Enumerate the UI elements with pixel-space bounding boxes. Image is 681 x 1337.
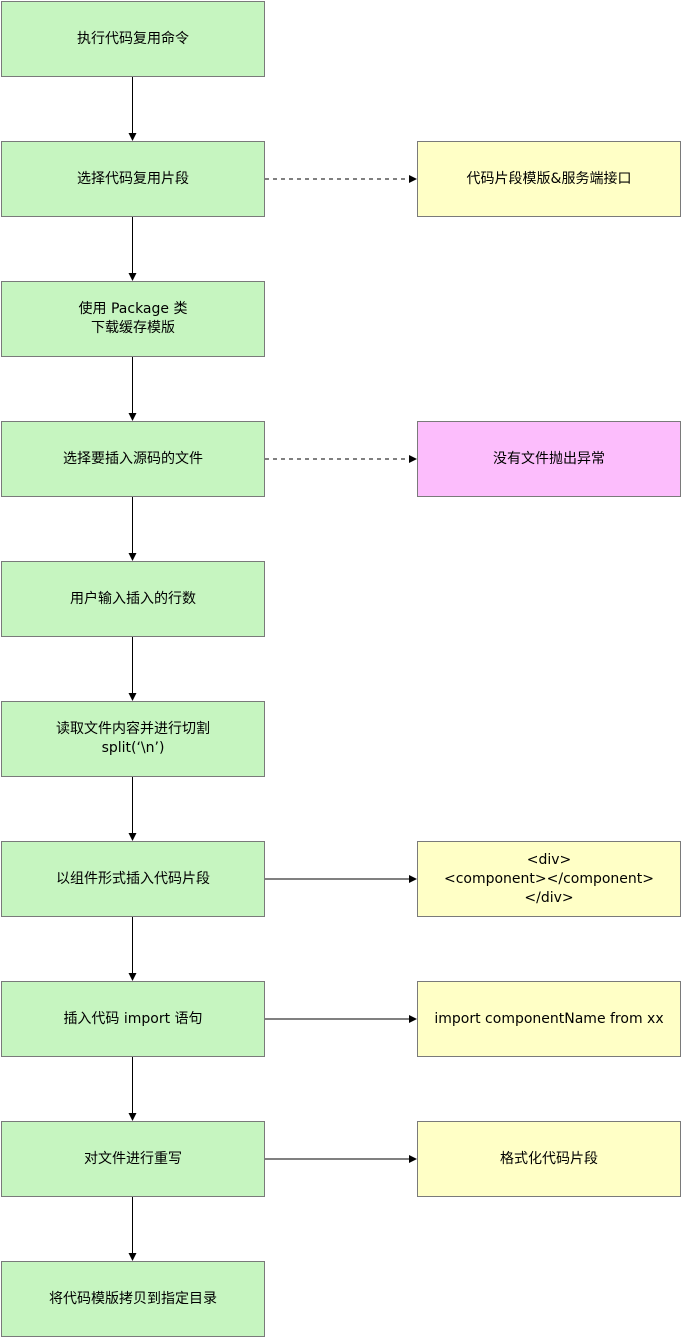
step-label: 选择要插入源码的文件 (63, 450, 203, 467)
note-label: 代码片段模版&服务端接口 (466, 170, 632, 187)
note-label: 没有文件抛出异常 (493, 450, 605, 467)
step-rewrite-file: 对文件进行重写 (1, 1121, 265, 1197)
step-download-template: 使用 Package 类 下载缓存模版 (1, 281, 265, 357)
step-label: 对文件进行重写 (84, 1150, 182, 1167)
step-label: 插入代码 import 语句 (63, 1010, 203, 1027)
step-label: 读取文件内容并进行切割 (56, 721, 210, 737)
step-label: 以组件形式插入代码片段 (56, 870, 210, 887)
step-choose-target-file: 选择要插入源码的文件 (1, 421, 265, 497)
step-label: 执行代码复用命令 (77, 30, 189, 47)
step-insert-component: 以组件形式插入代码片段 (1, 841, 265, 917)
step-label: split(‘\n’) (101, 740, 165, 756)
step-read-and-split: 读取文件内容并进行切割 split(‘\n’) (1, 701, 265, 777)
note-component-markup: <div> <component></component> </div> (417, 841, 681, 917)
step-label: 使用 Package 类 (78, 301, 188, 317)
step-label: 选择代码复用片段 (77, 170, 189, 187)
step-input-line-number: 用户输入插入的行数 (1, 561, 265, 637)
note-label: <component></component> (443, 870, 655, 887)
note-import-statement: import componentName from xx (417, 981, 681, 1057)
step-label: 下载缓存模版 (91, 320, 175, 336)
note-format-snippet: 格式化代码片段 (417, 1121, 681, 1197)
note-no-file-exception: 没有文件抛出异常 (417, 421, 681, 497)
step-insert-import: 插入代码 import 语句 (1, 981, 265, 1057)
step-copy-template: 将代码模版拷贝到指定目录 (1, 1261, 265, 1337)
step-choose-snippet: 选择代码复用片段 (1, 141, 265, 217)
step-label: 将代码模版拷贝到指定目录 (49, 1290, 217, 1307)
note-snippet-template-api: 代码片段模版&服务端接口 (417, 141, 681, 217)
note-label: <div> (526, 851, 572, 868)
note-label: 格式化代码片段 (500, 1150, 598, 1167)
note-label: </div> (524, 889, 574, 906)
step-label: 用户输入插入的行数 (70, 590, 196, 607)
step-run-reuse-command: 执行代码复用命令 (1, 1, 265, 77)
note-label: import componentName from xx (434, 1010, 664, 1027)
